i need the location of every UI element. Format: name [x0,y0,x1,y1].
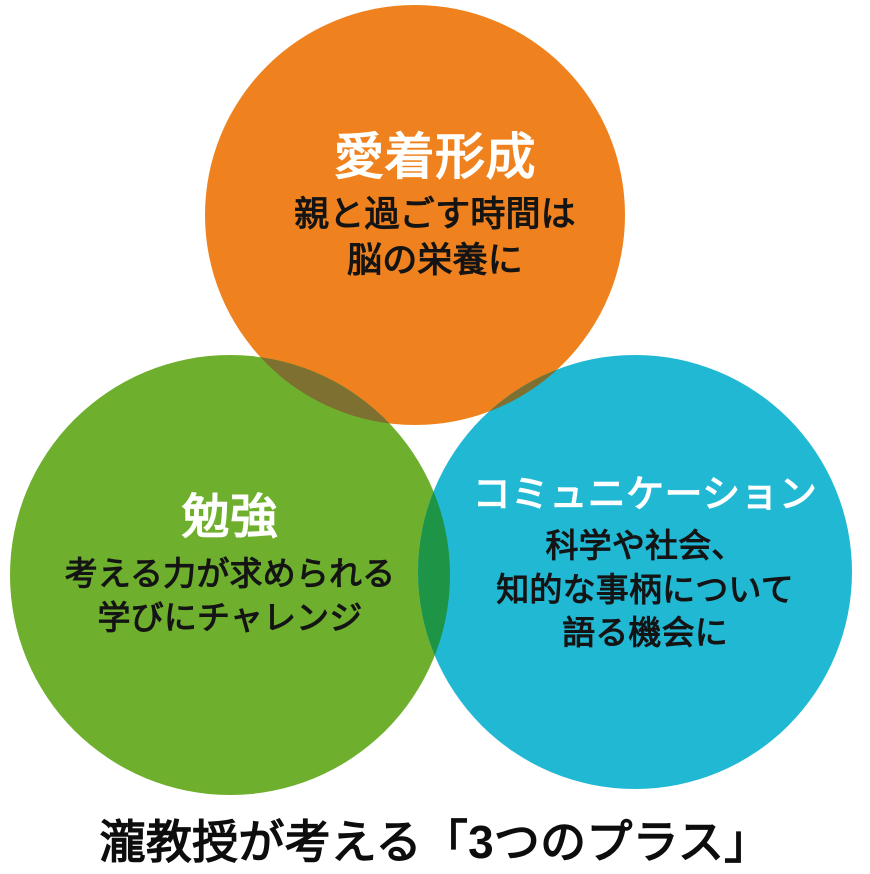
circle-teal-line-3: 語る機会に [562,614,728,652]
label-block-orange: 愛着形成 親と過ごす時間は 脳の栄養に [0,132,870,283]
circle-teal-line-1: 科学や社会、 [545,527,745,564]
circle-orange-line-1: 親と過ごす時間は [294,195,576,234]
circle-orange [205,5,625,425]
circle-green-heading: 勉強 [181,491,279,544]
circle-teal-heading: コミュニケーション [472,474,818,516]
circle-teal [418,355,852,789]
circle-green-line-1: 考える力が求められる [64,555,396,592]
circle-orange-line-2: 脳の栄養に [347,240,523,280]
circle-green [10,355,450,795]
circle-green-line-2: 学びにチャレンジ [97,598,363,636]
label-block-teal: コミュニケーション 科学や社会、 知的な事柄について 語る機会に [420,476,870,655]
label-block-green: 勉強 考える力が求められる 学びにチャレンジ [0,494,460,639]
circle-teal-line-2: 知的な事柄について [496,570,794,608]
figure-caption: 瀧教授が考える「3つのプラス」 [99,816,771,868]
circle-orange-heading: 愛着形成 [334,129,536,185]
